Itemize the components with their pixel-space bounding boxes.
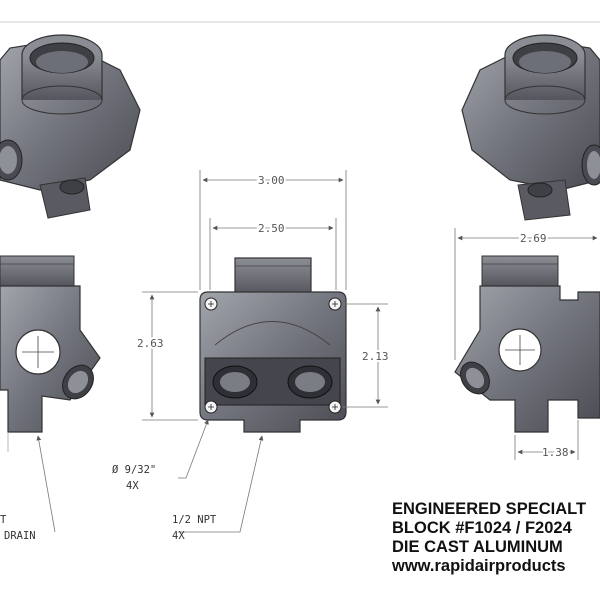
title-block: ENGINEERED SPECIALT BLOCK #F1024 / F2024… xyxy=(392,500,600,576)
dim-front-overall-width: 3.00 xyxy=(258,174,285,187)
dim-side-overall-depth: 2.69 xyxy=(520,232,547,245)
iso-view-left xyxy=(0,34,141,219)
title-line-company: ENGINEERED SPECIALT xyxy=(392,500,587,518)
dim-side-mount-offset: 1.38 xyxy=(542,446,569,459)
callout-drain-label: DRAIN xyxy=(4,530,36,542)
right-side-view xyxy=(454,255,600,433)
dim-front-mount-spacing: 2.13 xyxy=(362,350,389,363)
dim-front-body-width: 2.50 xyxy=(258,222,285,235)
iso-view-right xyxy=(461,34,600,221)
callout-port-size: 1/2 NPT xyxy=(172,514,217,526)
dim-front-overall-height: 2.63 xyxy=(137,337,164,350)
dimension-lines xyxy=(36,170,598,533)
callout-mount-hole-qty: 4X xyxy=(126,480,139,492)
left-side-view xyxy=(0,255,101,452)
callout-drain-prefix: T xyxy=(0,514,7,526)
front-view xyxy=(199,257,347,433)
title-line-part-number: BLOCK #F1024 / F2024 xyxy=(392,519,572,537)
title-line-website: www.rapidairproducts xyxy=(392,557,566,575)
callout-mount-hole-size: Ø 9/32" xyxy=(112,464,156,476)
title-line-material: DIE CAST ALUMINUM xyxy=(392,538,563,556)
callout-port-qty: 4X xyxy=(172,530,185,542)
